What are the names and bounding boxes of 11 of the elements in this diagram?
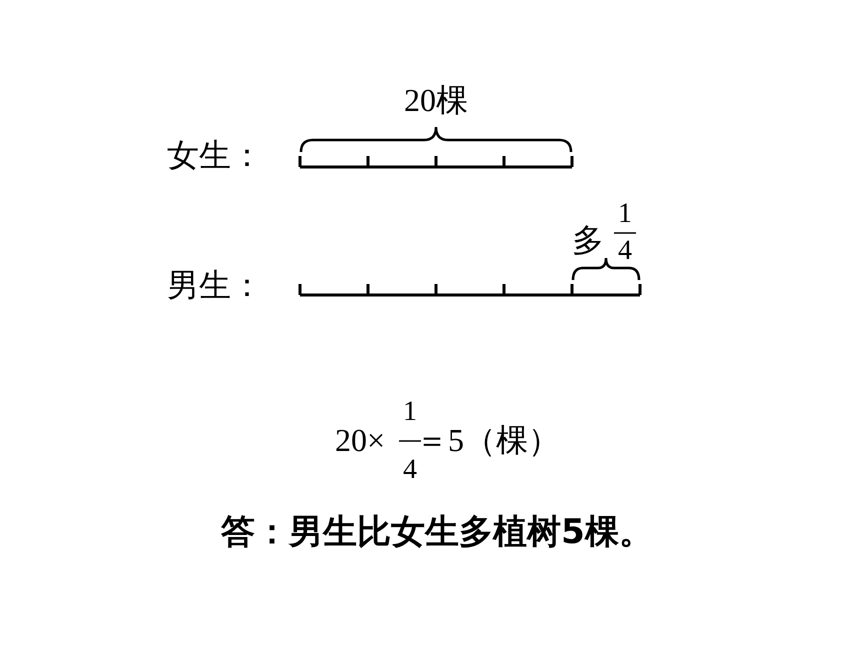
formula-text: ＝5（棵） [416,424,560,456]
row-label: 女生： [167,139,263,171]
quantity-label: 20棵 [404,84,468,116]
fraction-numerator: 1 [403,398,417,426]
answer-sentence: 答：男生比女生多植树5棵。 [221,515,653,549]
formula-text: 20× [334,424,386,456]
row-label: 男生： [167,269,263,301]
difference-label: 多 [572,224,604,256]
fraction-denominator: 4 [403,456,417,484]
fraction-numerator: 1 [618,200,632,228]
fraction-denominator: 4 [618,237,632,265]
